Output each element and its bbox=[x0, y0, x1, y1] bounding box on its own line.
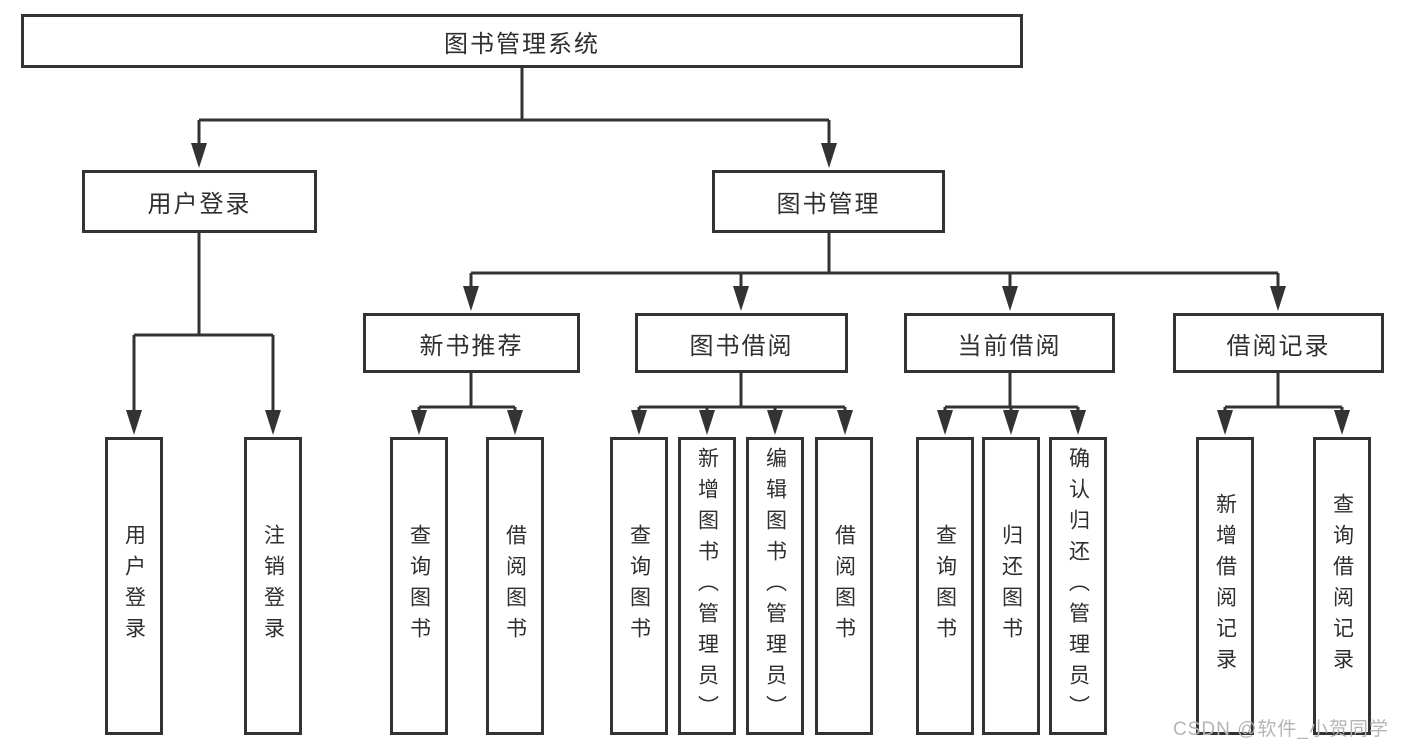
leaf-query-books-recommend: 查询图书 bbox=[390, 437, 448, 735]
leaf-return-books: 归还图书 bbox=[982, 437, 1040, 735]
csdn-watermark: CSDN @软件_小贺同学 bbox=[1173, 719, 1389, 740]
leaf-borrow-books: 借阅图书 bbox=[815, 437, 873, 735]
leaf-label: 查询图书 bbox=[407, 524, 431, 648]
node-label: 借阅记录 bbox=[1226, 332, 1331, 360]
node-book-management: 图书管理 bbox=[712, 170, 945, 233]
leaf-label: 确认归还（管理员） bbox=[1066, 446, 1090, 726]
leaf-borrow-books-recommend: 借阅图书 bbox=[486, 437, 544, 735]
leaf-label: 新增图书（管理员） bbox=[695, 446, 719, 726]
leaf-query-books-current: 查询图书 bbox=[916, 437, 974, 735]
node-label: 图书管理 bbox=[776, 191, 881, 218]
node-borrow-records: 借阅记录 bbox=[1173, 313, 1384, 373]
node-book-borrow: 图书借阅 bbox=[635, 313, 848, 373]
node-user-login: 用户登录 bbox=[82, 170, 317, 233]
leaf-label: 查询图书 bbox=[933, 524, 957, 648]
node-new-book-recommend: 新书推荐 bbox=[363, 313, 580, 373]
leaf-label: 查询借阅记录 bbox=[1330, 493, 1354, 679]
leaf-label: 归还图书 bbox=[999, 524, 1023, 648]
leaf-query-books-borrow: 查询图书 bbox=[610, 437, 668, 735]
node-current-borrow: 当前借阅 bbox=[904, 313, 1115, 373]
leaf-label: 编辑图书（管理员） bbox=[763, 446, 787, 726]
node-label: 图书借阅 bbox=[689, 332, 794, 360]
leaf-confirm-return-admin: 确认归还（管理员） bbox=[1049, 437, 1107, 735]
leaf-add-books-admin: 新增图书（管理员） bbox=[678, 437, 736, 735]
node-library-management-system: 图书管理系统 bbox=[21, 14, 1023, 68]
leaf-user-login: 用户登录 bbox=[105, 437, 163, 735]
leaf-logout: 注销登录 bbox=[244, 437, 302, 735]
node-label: 用户登录 bbox=[147, 191, 252, 218]
leaf-label: 注销登录 bbox=[261, 524, 285, 648]
leaf-label: 新增借阅记录 bbox=[1213, 493, 1237, 679]
node-label: 当前借阅 bbox=[957, 332, 1062, 360]
leaf-label: 借阅图书 bbox=[503, 524, 527, 648]
leaf-add-borrow-record: 新增借阅记录 bbox=[1196, 437, 1254, 735]
leaf-query-borrow-record: 查询借阅记录 bbox=[1313, 437, 1371, 735]
leaf-label: 用户登录 bbox=[122, 524, 146, 648]
leaf-label: 借阅图书 bbox=[832, 524, 856, 648]
leaf-edit-books-admin: 编辑图书（管理员） bbox=[746, 437, 804, 735]
leaf-label: 查询图书 bbox=[627, 524, 651, 648]
node-label: 新书推荐 bbox=[419, 332, 524, 360]
node-label: 图书管理系统 bbox=[444, 30, 600, 58]
